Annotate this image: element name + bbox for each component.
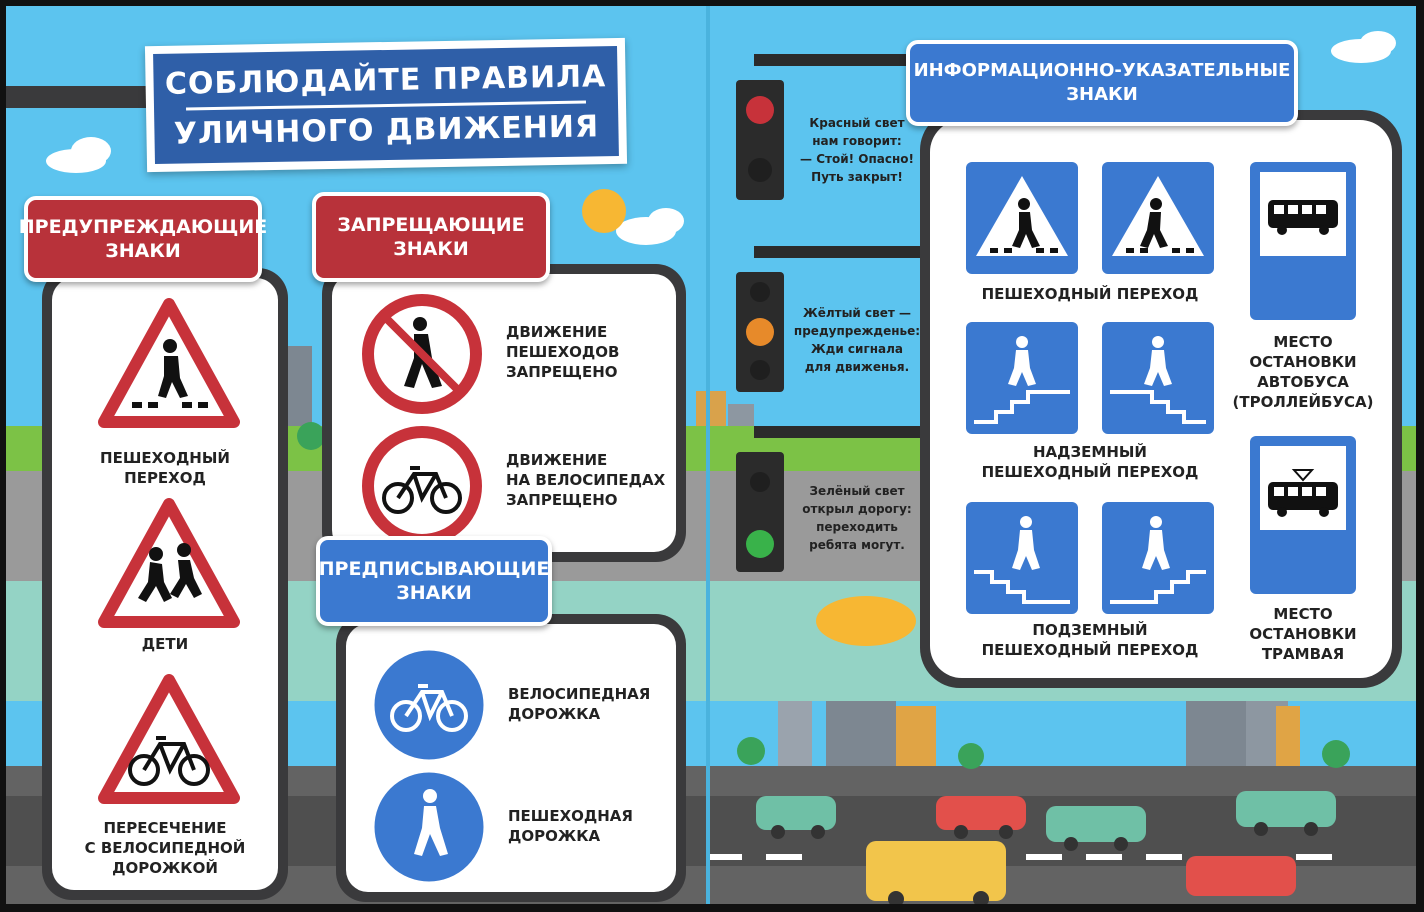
bicycle-path-icon [371,647,487,763]
warning-signs-header: ПРЕДУПРЕЖДАЮЩИЕ ЗНАКИ [19,196,267,282]
title-line-2: УЛИЧНОГО ДВИЖЕНИЯ [173,108,600,152]
mandatory-signs-header: ПРЕДПИСЫВАЮЩИЕ ЗНАКИ [316,536,552,626]
pedestrian-crossing-info-icon [1102,162,1214,274]
book-spread: СОБЛЮДАЙТЕ ПРАВИЛА УЛИЧНОГО ДВИЖЕНИЯ ПРЕ… [6,6,1416,904]
bus-stop-icon [1250,162,1356,320]
yellow-light-text: Жёлтый свет —предупрежденье: Жди сигнала… [793,306,921,374]
traffic-light-red [736,80,784,200]
pedestrian-crossing-warning-icon [98,298,240,428]
pedestrian-crossing-info-icon [966,162,1078,274]
mandatory-header-line-1: ПРЕДПИСЫВАЮЩИЕ [318,558,550,580]
warning-header-line-1: ПРЕДУПРЕЖДАЮЩИЕ [18,216,268,238]
title-separator [186,100,586,110]
page-title-banner: СОБЛЮДАЙТЕ ПРАВИЛА УЛИЧНОГО ДВИЖЕНИЯ [144,37,628,173]
warning-header-line-2: ЗНАКИ [105,240,181,262]
traffic-light-yellow [736,272,784,392]
bicycle-crossing-warning-icon [98,674,240,804]
children-warning-icon [98,498,240,628]
overpass-icon [1102,322,1214,434]
no-bicycles-icon [362,426,482,546]
traffic-light-green [736,452,784,572]
informational-header-line-2: ЗНАКИ [1066,84,1138,105]
overpass-icon [966,322,1078,434]
underpass-icon [966,502,1078,614]
prohibitory-header-line-1: ЗАПРЕЩАЮЩИЕ [337,214,525,236]
underpass-icon [1102,502,1214,614]
no-pedestrians-icon [362,294,482,414]
prohibitory-header-line-2: ЗНАКИ [393,238,469,260]
pedestrian-crossing-info-label: ПЕШЕХОДНЫЙ ПЕРЕХОД [981,285,1199,303]
informational-signs-header: ИНФОРМАЦИОННО-УКАЗАТЕЛЬНЫЕ ЗНАКИ [906,40,1298,126]
prohibitory-signs-header: ЗАПРЕЩАЮЩИЕ ЗНАКИ [312,192,550,282]
mandatory-header-line-2: ЗНАКИ [396,582,472,604]
pedestrian-path-icon [371,769,487,885]
title-line-1: СОБЛЮДАЙТЕ ПРАВИЛА [164,58,607,102]
informational-header-line-1: ИНФОРМАЦИОННО-УКАЗАТЕЛЬНЫЕ [913,60,1291,81]
children-warning-label: ДЕТИ [141,635,189,653]
tram-stop-icon [1250,436,1356,594]
